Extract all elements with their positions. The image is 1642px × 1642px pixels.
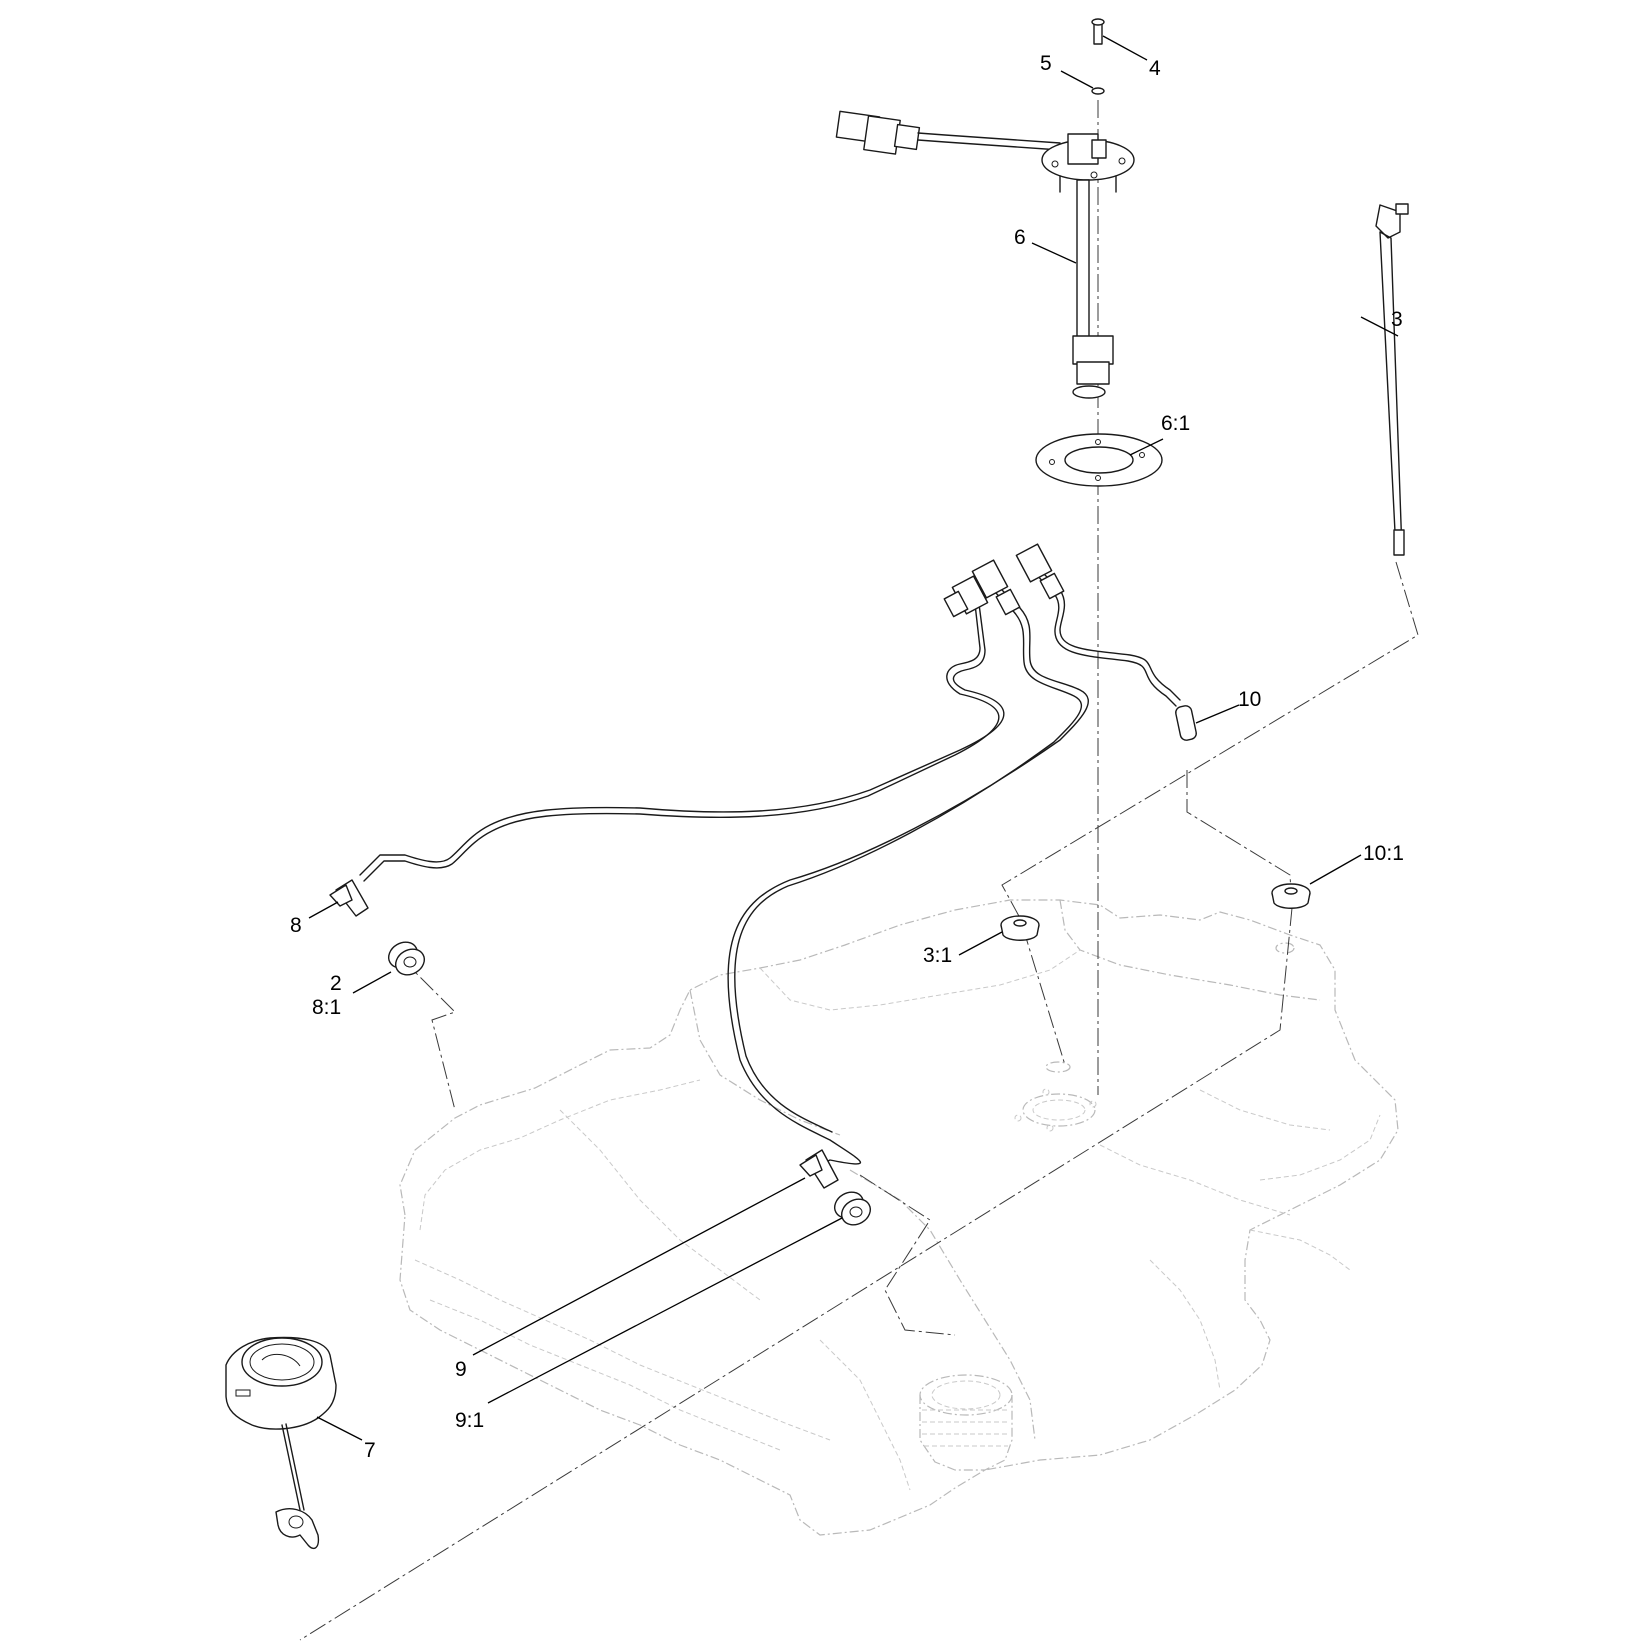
fuel-line-hoses [329, 543, 1197, 1189]
callout-6-1: 6:1 [1161, 412, 1190, 435]
fuel-sender-part-6 [835, 110, 1135, 399]
callout-leader-lines [308, 35, 1399, 1441]
screw-part-4 [1091, 18, 1105, 45]
washer-part-5 [1091, 87, 1105, 95]
fuel-cap-part-7 [225, 1336, 337, 1550]
callout-2: 2 [330, 972, 342, 995]
callout-5: 5 [1040, 52, 1052, 75]
callout-10: 10 [1238, 688, 1261, 711]
callout-3-1: 3:1 [923, 944, 952, 967]
callout-8: 8 [290, 914, 302, 937]
callout-9-1: 9:1 [455, 1409, 484, 1432]
callout-4: 4 [1149, 57, 1161, 80]
gasket-part-6-1 [1035, 433, 1163, 487]
grommet-part-10-1 [1271, 883, 1311, 909]
callout-9: 9 [455, 1358, 467, 1381]
assembly-center-lines [299, 100, 1419, 1641]
callout-7: 7 [364, 1439, 376, 1462]
grommet-part-9-1 [833, 1191, 872, 1226]
grommet-part-3-1 [1000, 915, 1040, 941]
fuel-tank-outline [399, 899, 1399, 1536]
callout-6: 6 [1014, 226, 1026, 249]
callout-3: 3 [1391, 308, 1403, 331]
callout-10-1: 10:1 [1363, 842, 1404, 865]
callout-labels: 4 5 6 3 6:1 10 10:1 3:1 8 2 8:1 9 9:1 7 [290, 52, 1404, 1462]
grommet-part-2 [387, 941, 426, 976]
pickup-tube-part-3 [1375, 203, 1409, 556]
callout-8-1: 8:1 [312, 996, 341, 1019]
